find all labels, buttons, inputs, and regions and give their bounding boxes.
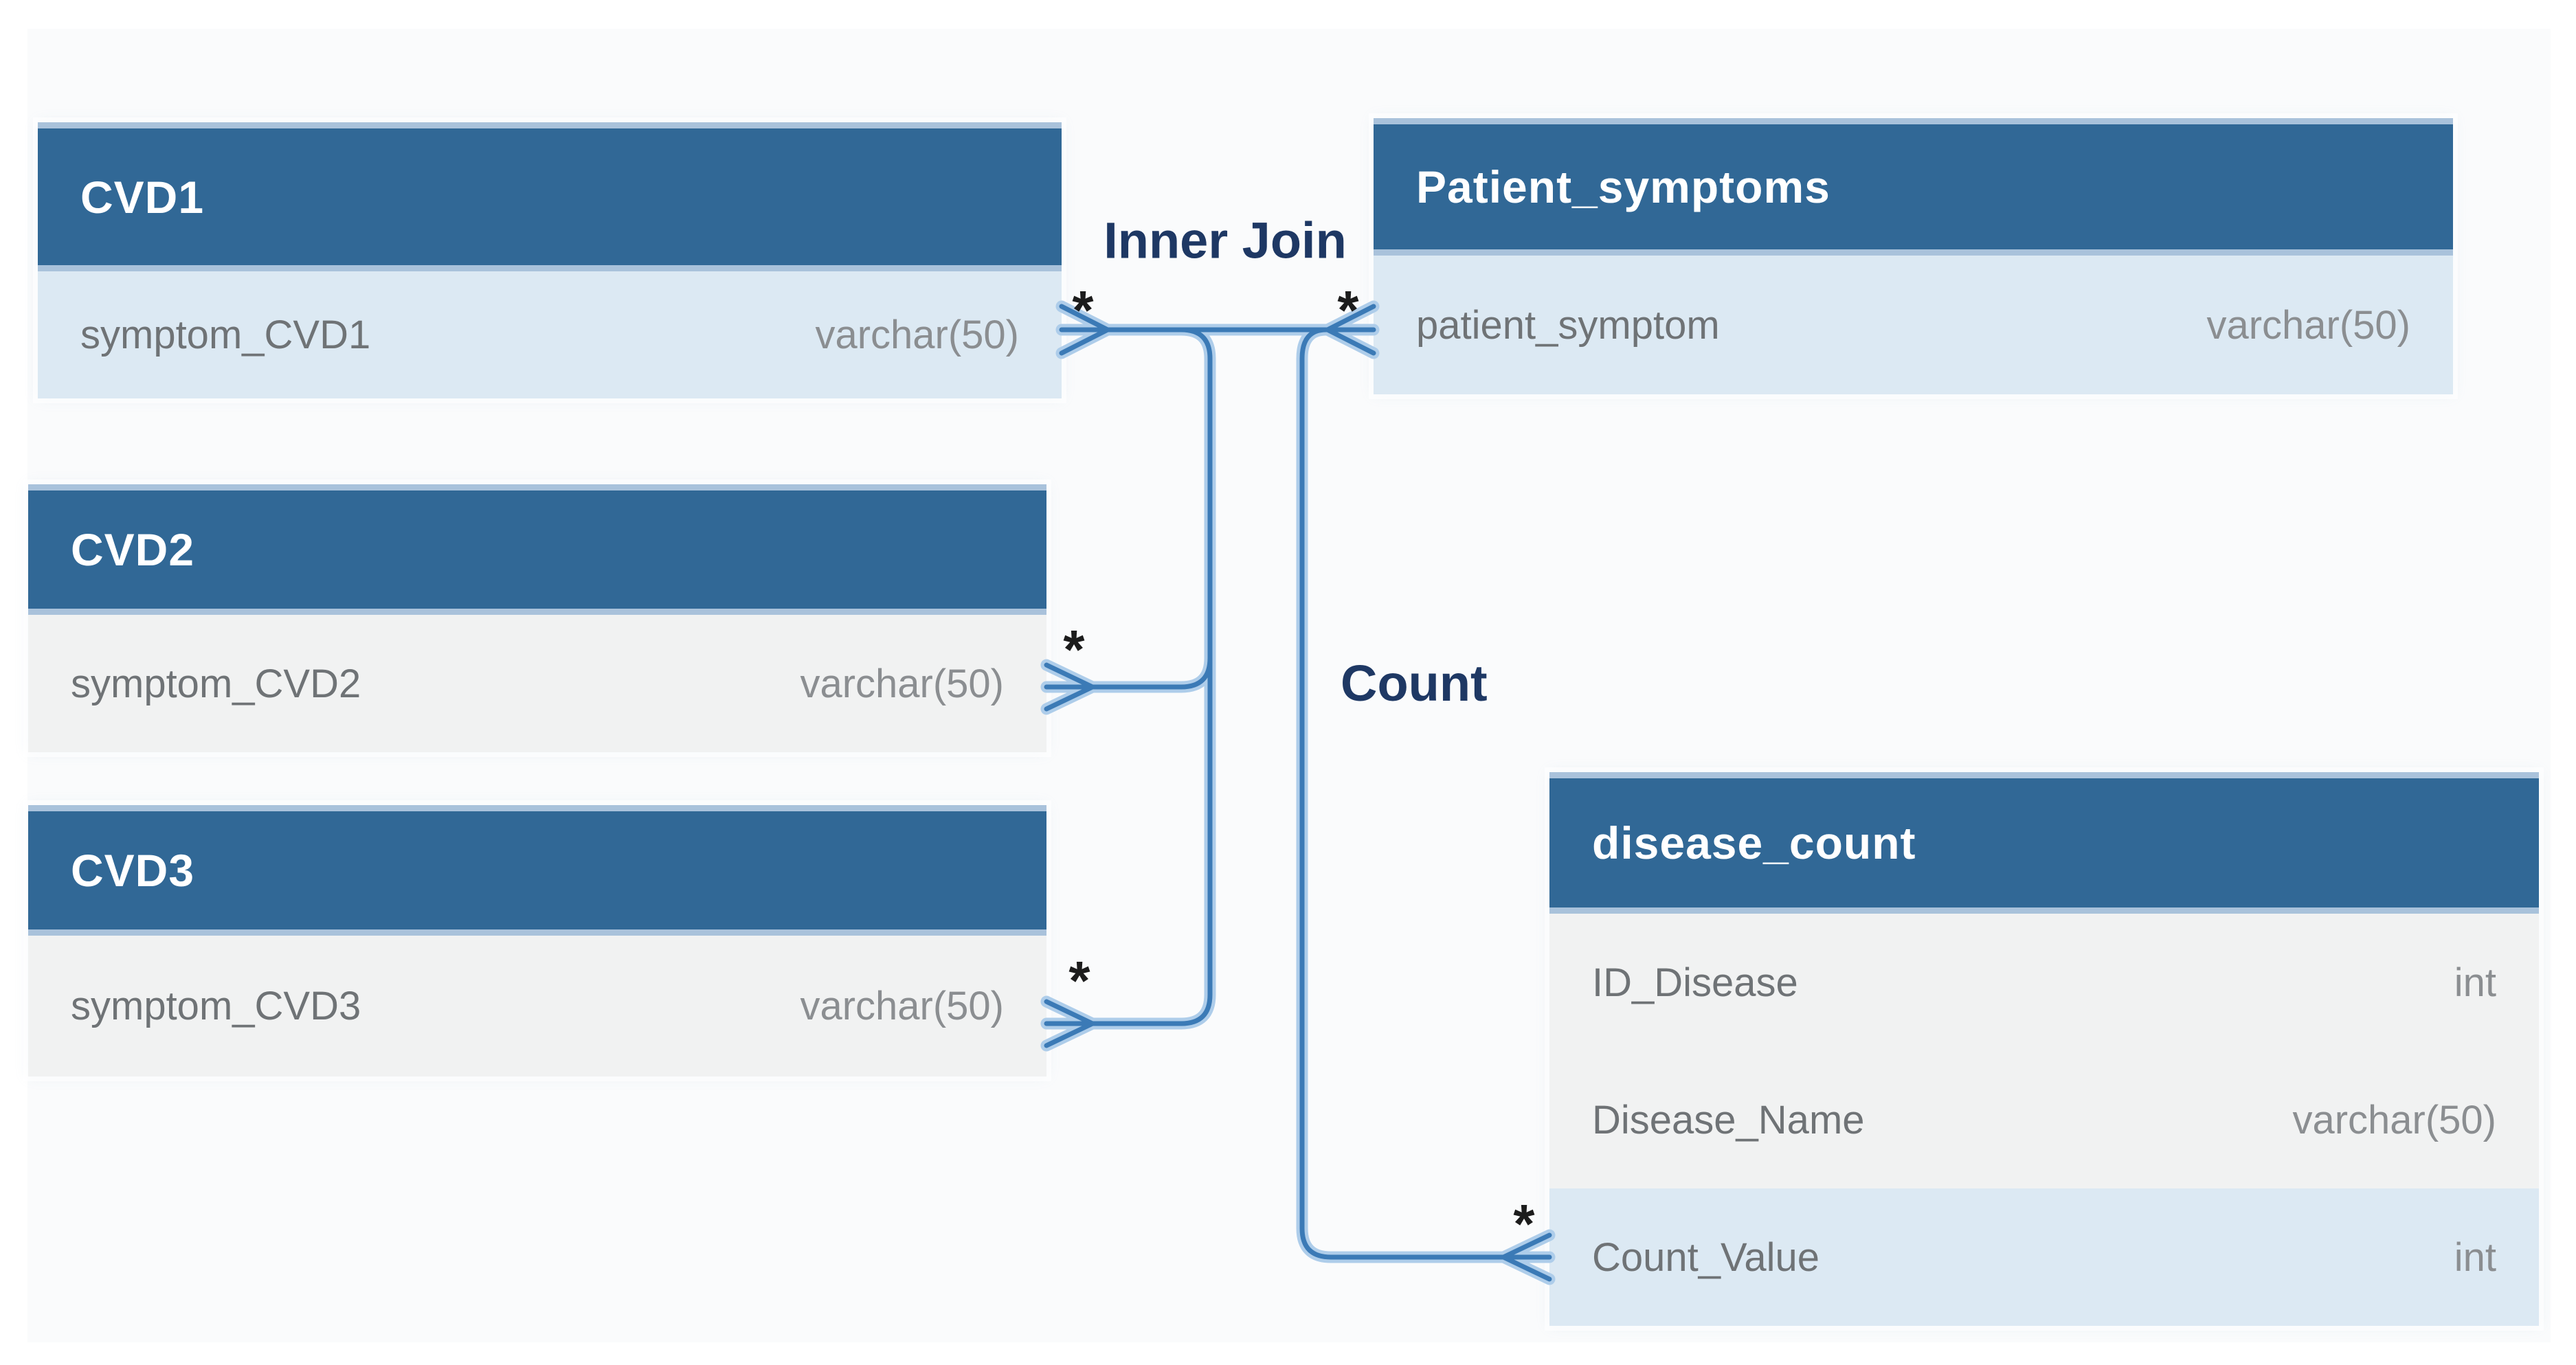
table-disease-count-row-count[interactable]: Count_Value int: [1549, 1188, 2539, 1326]
field-type: varchar(50): [800, 661, 1004, 706]
field-type: int: [2454, 1234, 2496, 1280]
table-patient-symptoms-title: Patient_symptoms: [1416, 161, 1830, 212]
field-name: symptom_CVD1: [80, 313, 371, 357]
table-patient-symptoms-header[interactable]: Patient_symptoms: [1374, 118, 2453, 256]
table-cvd1-header[interactable]: CVD1: [38, 122, 1062, 271]
table-cvd2-header[interactable]: CVD2: [28, 484, 1046, 615]
table-cvd3-header[interactable]: CVD3: [28, 805, 1046, 936]
field-type: varchar(50): [2292, 1097, 2496, 1142]
field-type: varchar(50): [2206, 302, 2410, 348]
table-cvd2-title: CVD2: [71, 524, 195, 575]
cardinality-many-disease-count: *: [1513, 1193, 1535, 1254]
table-cvd1-row-symptom[interactable]: symptom_CVD1 varchar(50): [38, 271, 1062, 398]
field-name: symptom_CVD2: [71, 661, 361, 706]
field-name: patient_symptom: [1416, 302, 1720, 348]
table-disease-count-row-name[interactable]: Disease_Name varchar(50): [1549, 1051, 2539, 1188]
count-label[interactable]: Count: [1341, 655, 1488, 712]
table-disease-count[interactable]: disease_count ID_Disease int Disease_Nam…: [1549, 772, 2539, 1326]
cardinality-many-cvd3: *: [1068, 950, 1090, 1011]
field-name: Count_Value: [1592, 1234, 1820, 1280]
table-cvd2-row-symptom[interactable]: symptom_CVD2 varchar(50): [28, 615, 1046, 752]
field-name: symptom_CVD3: [71, 984, 361, 1028]
table-cvd3[interactable]: CVD3 symptom_CVD3 varchar(50): [28, 805, 1046, 1076]
table-cvd3-row-symptom[interactable]: symptom_CVD3 varchar(50): [28, 936, 1046, 1076]
field-name: ID_Disease: [1592, 960, 1798, 1005]
table-disease-count-title: disease_count: [1592, 817, 1916, 868]
cardinality-many-cvd2: *: [1063, 619, 1085, 680]
table-cvd2[interactable]: CVD2 symptom_CVD2 varchar(50): [28, 484, 1046, 752]
inner-join-label[interactable]: Inner Join: [1104, 212, 1347, 269]
table-disease-count-row-id[interactable]: ID_Disease int: [1549, 914, 2539, 1051]
table-patient-symptoms-row[interactable]: patient_symptom varchar(50): [1374, 256, 2453, 394]
field-name: Disease_Name: [1592, 1097, 1865, 1142]
table-cvd1-title: CVD1: [80, 171, 205, 223]
field-type: int: [2454, 960, 2496, 1005]
table-disease-count-header[interactable]: disease_count: [1549, 772, 2539, 914]
field-type: varchar(50): [815, 313, 1019, 357]
table-cvd3-title: CVD3: [71, 845, 195, 896]
table-patient-symptoms[interactable]: Patient_symptoms patient_symptom varchar…: [1374, 118, 2453, 394]
cardinality-many-patient-symptoms: *: [1337, 280, 1359, 341]
table-cvd1[interactable]: CVD1 symptom_CVD1 varchar(50): [38, 122, 1062, 398]
field-type: varchar(50): [800, 984, 1004, 1028]
cardinality-many-cvd1: *: [1072, 280, 1094, 341]
